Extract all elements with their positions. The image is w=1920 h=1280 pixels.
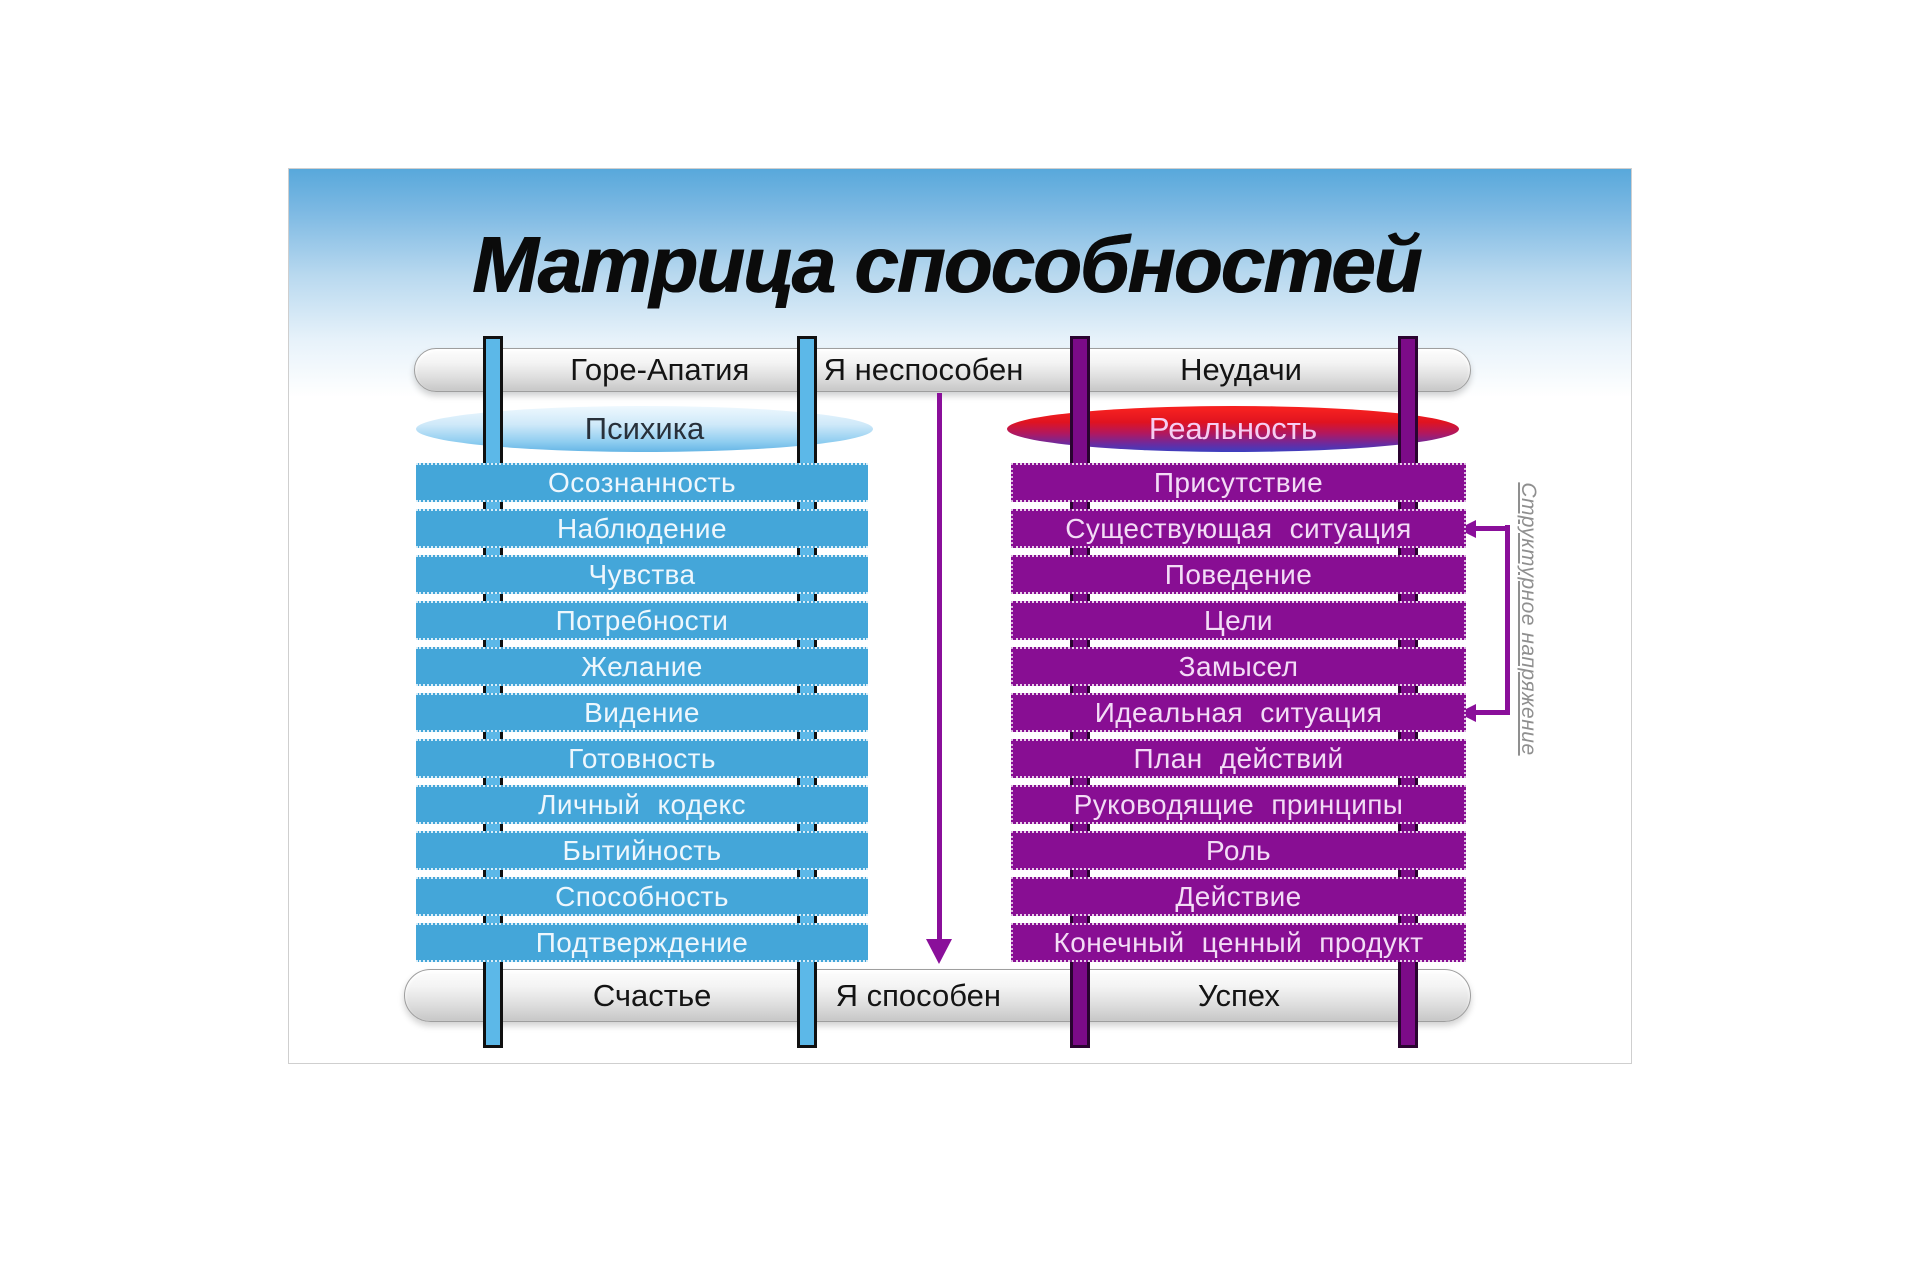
bottom-bar-middle-label: Я способен <box>835 977 1002 1013</box>
bottom-state-bar: Счастье Я способен Успех <box>404 969 1471 1022</box>
tension-bracket-top-arm <box>1475 526 1510 531</box>
psyche-bar: Потребности <box>416 601 868 640</box>
reality-bar: Действие <box>1011 877 1466 916</box>
reality-bar: Существующая ситуация <box>1011 509 1466 548</box>
page-title: Матрица способностей <box>471 220 1423 309</box>
reality-bar: Присутствие <box>1011 463 1466 502</box>
reality-bar: Идеальная ситуация <box>1011 693 1466 732</box>
psyche-bar: Личный кодекс <box>416 785 868 824</box>
structural-tension-label: Структурное напряжение <box>1517 482 1540 756</box>
reality-bar: Замысел <box>1011 647 1466 686</box>
psyche-bar: Желание <box>416 647 868 686</box>
psyche-bar: Чувства <box>416 555 868 594</box>
top-state-bar: Горе-Апатия Я неспособен Неудачи <box>414 348 1471 392</box>
top-bar-left-label: Горе-Апатия <box>570 352 750 387</box>
center-arrow-head-icon <box>926 939 952 964</box>
reality-bar: Руководящие принципы <box>1011 785 1466 824</box>
psyche-bar: Видение <box>416 693 868 732</box>
bottom-bar-left-label: Счастье <box>592 977 712 1013</box>
psyche-bar: Подтверждение <box>416 923 868 962</box>
psyche-bar: Готовность <box>416 739 868 778</box>
tension-bracket-bottom-arm <box>1475 710 1510 715</box>
top-bar-right-label: Неудачи <box>1180 352 1302 387</box>
reality-bar: Поведение <box>1011 555 1466 594</box>
tension-bracket-line <box>1505 525 1510 715</box>
reality-ellipse-label: Реальность <box>1148 411 1318 446</box>
psyche-ellipse-label: Психика <box>584 411 705 446</box>
psyche-bar: Наблюдение <box>416 509 868 548</box>
bottom-bar-right-label: Успех <box>1197 977 1280 1013</box>
abilities-matrix-diagram: Матрица способностей Горе-Апатия Я неспо… <box>288 168 1632 1064</box>
psyche-bar: Осознанность <box>416 463 868 502</box>
reality-bar: План действий <box>1011 739 1466 778</box>
psyche-bar: Способность <box>416 877 868 916</box>
reality-bar: Цели <box>1011 601 1466 640</box>
reality-bar: Конечный ценный продукт <box>1011 923 1466 962</box>
center-arrow-line <box>937 393 942 939</box>
reality-bar: Роль <box>1011 831 1466 870</box>
top-bar-middle-label: Я неспособен <box>823 352 1024 387</box>
psyche-bar: Бытийность <box>416 831 868 870</box>
